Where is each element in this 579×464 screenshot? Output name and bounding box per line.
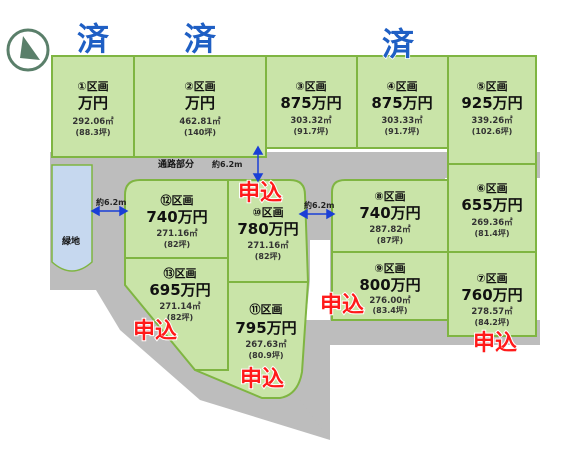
svg-text:462.81㎡: 462.81㎡ bbox=[179, 116, 221, 127]
svg-text:271.16㎡: 271.16㎡ bbox=[156, 228, 198, 239]
lot-12-label: ⑫区画 740万円 271.16㎡ (82坪) bbox=[146, 193, 207, 249]
svg-text:万円: 万円 bbox=[184, 94, 215, 112]
svg-text:⑨区画: ⑨区画 bbox=[374, 262, 405, 275]
svg-text:271.14㎡: 271.14㎡ bbox=[159, 301, 201, 312]
green-space bbox=[51, 164, 93, 272]
right-dimension-label: 約6.2m bbox=[304, 200, 335, 210]
svg-text:(84.2坪): (84.2坪) bbox=[474, 317, 509, 327]
svg-text:①区画: ①区画 bbox=[77, 80, 108, 93]
svg-text:695万円: 695万円 bbox=[149, 281, 210, 299]
road-label: 通路部分 bbox=[158, 158, 194, 170]
svg-text:292.06㎡: 292.06㎡ bbox=[72, 116, 114, 127]
svg-text:③区画: ③区画 bbox=[295, 80, 326, 93]
lot-7[interactable] bbox=[447, 251, 537, 337]
svg-text:(83.4坪): (83.4坪) bbox=[372, 305, 407, 315]
svg-text:⑩区画: ⑩区画 bbox=[252, 206, 283, 219]
lot-13-label: ⑬区画 695万円 271.14㎡ (82坪) bbox=[149, 266, 210, 322]
lot-9[interactable] bbox=[331, 251, 449, 321]
svg-text:303.32㎡: 303.32㎡ bbox=[290, 115, 332, 126]
svg-text:303.33㎡: 303.33㎡ bbox=[381, 115, 423, 126]
applied-mark-lot-13: 申込 bbox=[133, 319, 177, 344]
svg-text:271.16㎡: 271.16㎡ bbox=[247, 240, 289, 251]
lot-4[interactable] bbox=[356, 55, 449, 149]
sold-mark-lot-1: 済 bbox=[77, 20, 110, 58]
svg-text:②区画: ②区画 bbox=[184, 80, 215, 93]
svg-text:(88.3坪): (88.3坪) bbox=[75, 127, 110, 137]
lot-11[interactable] bbox=[194, 281, 310, 399]
svg-text:⑬区画: ⑬区画 bbox=[164, 266, 197, 280]
svg-text:276.00㎡: 276.00㎡ bbox=[369, 295, 411, 306]
lot-5[interactable] bbox=[447, 55, 537, 165]
applied-mark-lot-11: 申込 bbox=[240, 367, 284, 392]
svg-text:⑧区画: ⑧区画 bbox=[374, 190, 405, 203]
lot-2-label: ②区画 万円 462.81㎡ (140坪) bbox=[179, 80, 221, 137]
svg-text:(140坪): (140坪) bbox=[184, 127, 216, 137]
svg-text:(81.4坪): (81.4坪) bbox=[474, 228, 509, 238]
road-width-arrow bbox=[252, 145, 264, 183]
applied-mark-lot-10: 申込 bbox=[238, 181, 282, 206]
svg-text:925万円: 925万円 bbox=[461, 94, 522, 112]
lot-7-label: ⑦区画 760万円 278.57㎡ (84.2坪) bbox=[461, 272, 522, 327]
lot-8-label: ⑧区画 740万円 287.82㎡ (87坪) bbox=[359, 190, 420, 245]
svg-text:⑫区画: ⑫区画 bbox=[161, 193, 194, 207]
svg-text:269.36㎡: 269.36㎡ bbox=[471, 217, 513, 228]
svg-text:875万円: 875万円 bbox=[371, 94, 432, 112]
applied-mark-lot-9: 申込 bbox=[320, 293, 364, 318]
svg-text:(91.7坪): (91.7坪) bbox=[384, 126, 419, 136]
svg-text:760万円: 760万円 bbox=[461, 286, 522, 304]
svg-text:655万円: 655万円 bbox=[461, 196, 522, 214]
svg-text:(82坪): (82坪) bbox=[167, 312, 193, 322]
svg-text:⑪区画: ⑪区画 bbox=[250, 302, 283, 316]
applied-mark-lot-7: 申込 bbox=[473, 331, 517, 356]
svg-text:800万円: 800万円 bbox=[359, 276, 420, 294]
road-width-label: 約6.2m bbox=[212, 159, 243, 169]
left-dimension-arrow bbox=[90, 205, 129, 217]
lot-2[interactable] bbox=[133, 55, 267, 158]
lot-6-label: ⑥区画 655万円 269.36㎡ (81.4坪) bbox=[461, 182, 522, 238]
svg-text:795万円: 795万円 bbox=[235, 319, 296, 337]
svg-text:(80.9坪): (80.9坪) bbox=[248, 350, 283, 360]
svg-text:(82坪): (82坪) bbox=[164, 239, 190, 249]
lot-6[interactable] bbox=[447, 163, 537, 253]
lot-11-label: ⑪区画 795万円 267.63㎡ (80.9坪) bbox=[235, 302, 296, 360]
sold-mark-lot-4: 済 bbox=[382, 25, 415, 63]
svg-text:⑦区画: ⑦区画 bbox=[476, 272, 507, 285]
svg-text:278.57㎡: 278.57㎡ bbox=[471, 306, 513, 317]
lot-10-label: ⑩区画 780万円 271.16㎡ (82坪) bbox=[237, 206, 298, 261]
lot-9-label: ⑨区画 800万円 276.00㎡ (83.4坪) bbox=[359, 262, 420, 315]
lot-5-label: ⑤区画 925万円 339.26㎡ (102.6坪) bbox=[461, 80, 522, 136]
svg-text:(102.6坪): (102.6坪) bbox=[472, 126, 513, 136]
lot-1-label: ①区画 万円 292.06㎡ (88.3坪) bbox=[72, 80, 114, 137]
north-arrow-icon bbox=[6, 28, 50, 72]
lot-3-label: ③区画 875万円 303.32㎡ (91.7坪) bbox=[280, 80, 341, 136]
svg-text:287.82㎡: 287.82㎡ bbox=[369, 224, 411, 235]
left-dimension-label: 約6.2m bbox=[96, 197, 127, 207]
svg-text:万円: 万円 bbox=[77, 94, 108, 112]
svg-text:⑤区画: ⑤区画 bbox=[476, 80, 507, 93]
svg-text:⑥区画: ⑥区画 bbox=[476, 182, 507, 195]
svg-text:(91.7坪): (91.7坪) bbox=[293, 126, 328, 136]
sold-mark-lot-2: 済 bbox=[184, 20, 217, 58]
right-dimension-arrow bbox=[298, 208, 336, 220]
svg-text:④区画: ④区画 bbox=[386, 80, 417, 93]
svg-text:(87坪): (87坪) bbox=[377, 235, 403, 245]
svg-text:780万円: 780万円 bbox=[237, 220, 298, 238]
svg-text:740万円: 740万円 bbox=[146, 208, 207, 226]
svg-text:740万円: 740万円 bbox=[359, 204, 420, 222]
lot-3[interactable] bbox=[265, 55, 358, 149]
lot-4-label: ④区画 875万円 303.33㎡ (91.7坪) bbox=[371, 80, 432, 136]
svg-text:(82坪): (82坪) bbox=[255, 251, 281, 261]
lot-10[interactable] bbox=[227, 179, 310, 283]
green-space-label: 緑地 bbox=[62, 235, 80, 247]
svg-text:267.63㎡: 267.63㎡ bbox=[245, 339, 287, 350]
svg-text:875万円: 875万円 bbox=[280, 94, 341, 112]
svg-text:339.26㎡: 339.26㎡ bbox=[471, 115, 513, 126]
